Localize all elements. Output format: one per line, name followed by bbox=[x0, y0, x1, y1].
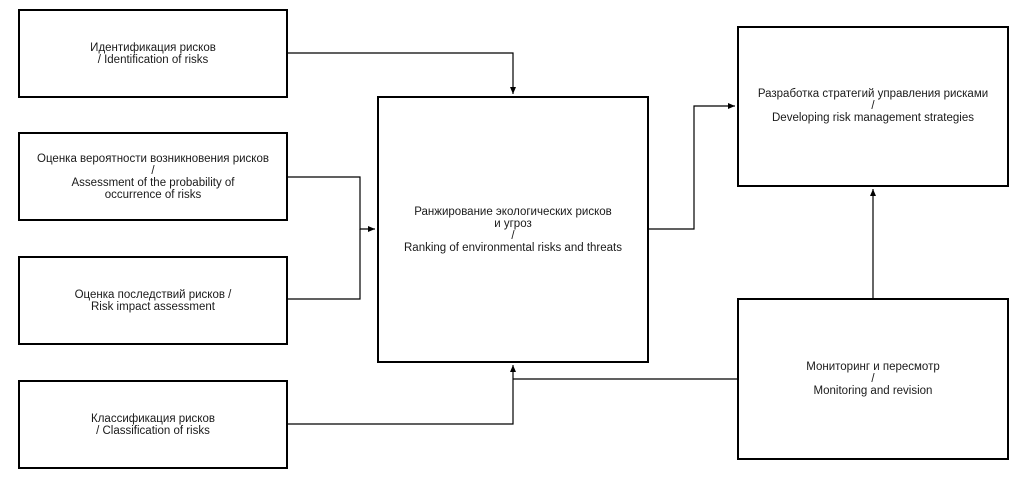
node-separator: / bbox=[511, 229, 515, 242]
node-label-ru: Идентификация рисков bbox=[90, 41, 216, 54]
node-separator: / bbox=[151, 164, 155, 177]
node-label-en: Ranking of environmental risks and threa… bbox=[404, 241, 622, 254]
edge-classification-to-ranking bbox=[288, 365, 516, 425]
node-risk-impact-assessment: Оценка последствий рисков / Risk impact … bbox=[18, 256, 288, 345]
node-monitoring-and-revision: Мониторинг и пересмотр / Monitoring and … bbox=[737, 298, 1009, 460]
node-label-ru: Разработка стратегий управления рисками bbox=[757, 88, 989, 100]
node-separator: / bbox=[871, 100, 875, 112]
node-label-en: Assessment of the probability of occurre… bbox=[71, 176, 235, 201]
node-probability-assessment: Оценка вероятности возникновения рисков … bbox=[18, 132, 288, 221]
node-risk-management-strategies: Разработка стратегий управления рисками … bbox=[737, 26, 1009, 187]
node-label-en: Monitoring and revision bbox=[813, 385, 933, 397]
edge-identification-to-ranking bbox=[288, 52, 516, 94]
node-separator: / bbox=[871, 373, 875, 385]
node-label-ru: Классификация рисков bbox=[91, 412, 215, 425]
node-label-ru: Оценка вероятности возникновения рисков bbox=[37, 152, 269, 165]
node-ranking-of-risks: Ранжирование экологических рисков и угро… bbox=[377, 96, 649, 363]
node-label-ru: Мониторинг и пересмотр bbox=[806, 361, 940, 373]
node-label-ru: Оценка последствий рисков / bbox=[74, 288, 232, 301]
edge-ranking-to-strategies bbox=[649, 103, 735, 230]
node-label-ru: Ранжирование экологических рисков и угро… bbox=[414, 205, 612, 230]
edge-impact-to-ranking bbox=[288, 229, 361, 300]
node-label-en: / Identification of risks bbox=[97, 53, 209, 66]
node-label-en: / Classification of risks bbox=[96, 424, 210, 437]
edge-probability-to-ranking bbox=[288, 176, 375, 232]
node-identification-of-risks: Идентификация рисков / Identification of… bbox=[18, 9, 288, 98]
node-label-en: Developing risk management strategies bbox=[772, 112, 974, 124]
node-label-en: Risk impact assessment bbox=[91, 300, 215, 313]
node-classification-of-risks: Классификация рисков / Classification of… bbox=[18, 380, 288, 469]
